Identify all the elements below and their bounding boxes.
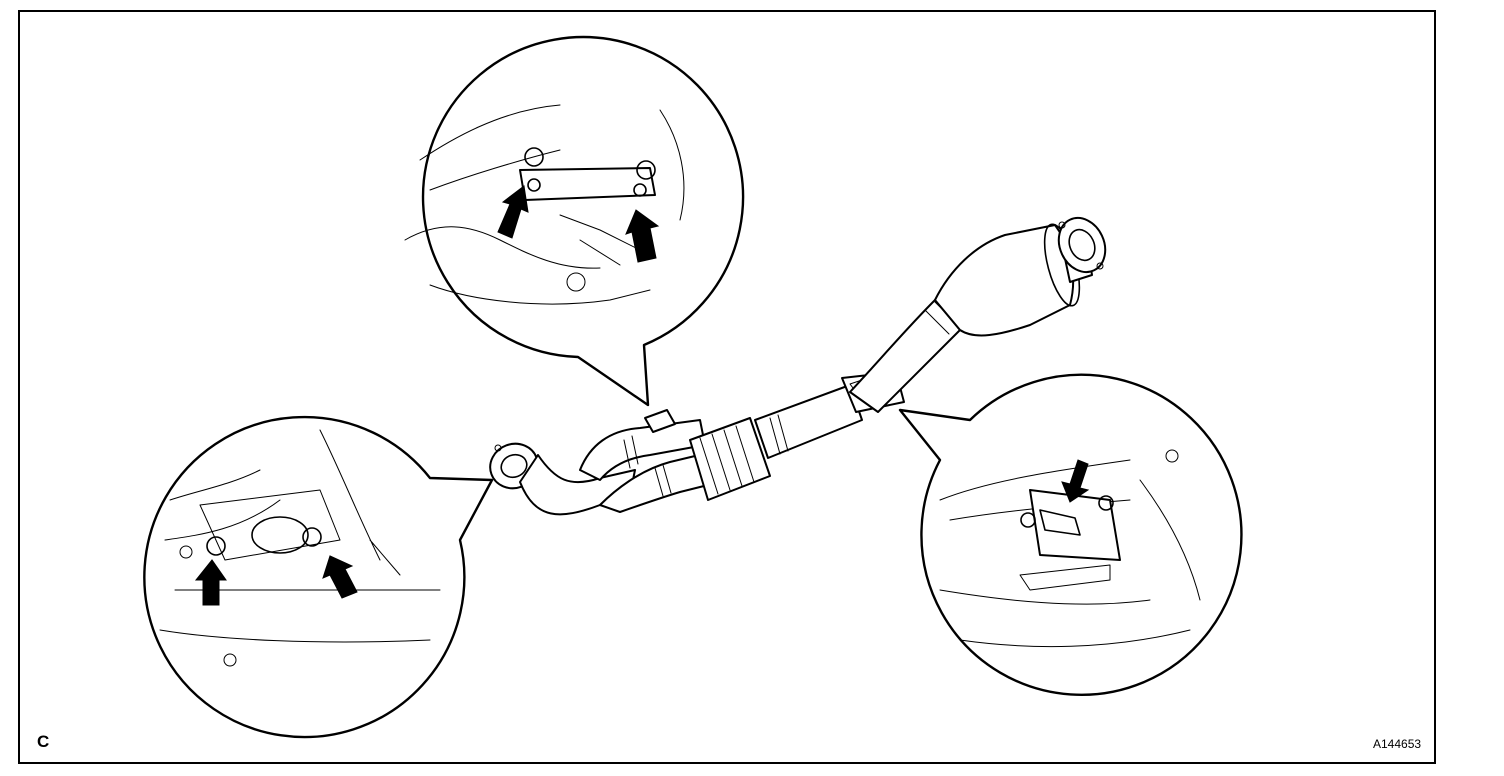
figure-id: A144653: [1373, 737, 1422, 751]
rising-pipe: [849, 299, 961, 413]
exhaust-pipe-assembly: [489, 216, 1107, 516]
arrow-right: [1061, 459, 1090, 503]
arrow-top-right: [625, 209, 660, 263]
arrow-left-2: [322, 555, 358, 599]
arrow-left-1: [194, 559, 227, 606]
upper-y-pipe: [579, 419, 706, 481]
rear-outlet-flange: [1057, 216, 1107, 274]
middle-pipe: [754, 384, 863, 459]
callout-left-front-flange-nuts: [143, 415, 494, 739]
callout-top-flange-nuts: [404, 35, 745, 407]
arrow-top-left: [497, 185, 529, 239]
front-converter-body: [689, 417, 771, 501]
mid-flange: [644, 409, 676, 433]
callout-right-bracket-bolt: [898, 373, 1243, 696]
view-letter: C: [37, 732, 50, 751]
